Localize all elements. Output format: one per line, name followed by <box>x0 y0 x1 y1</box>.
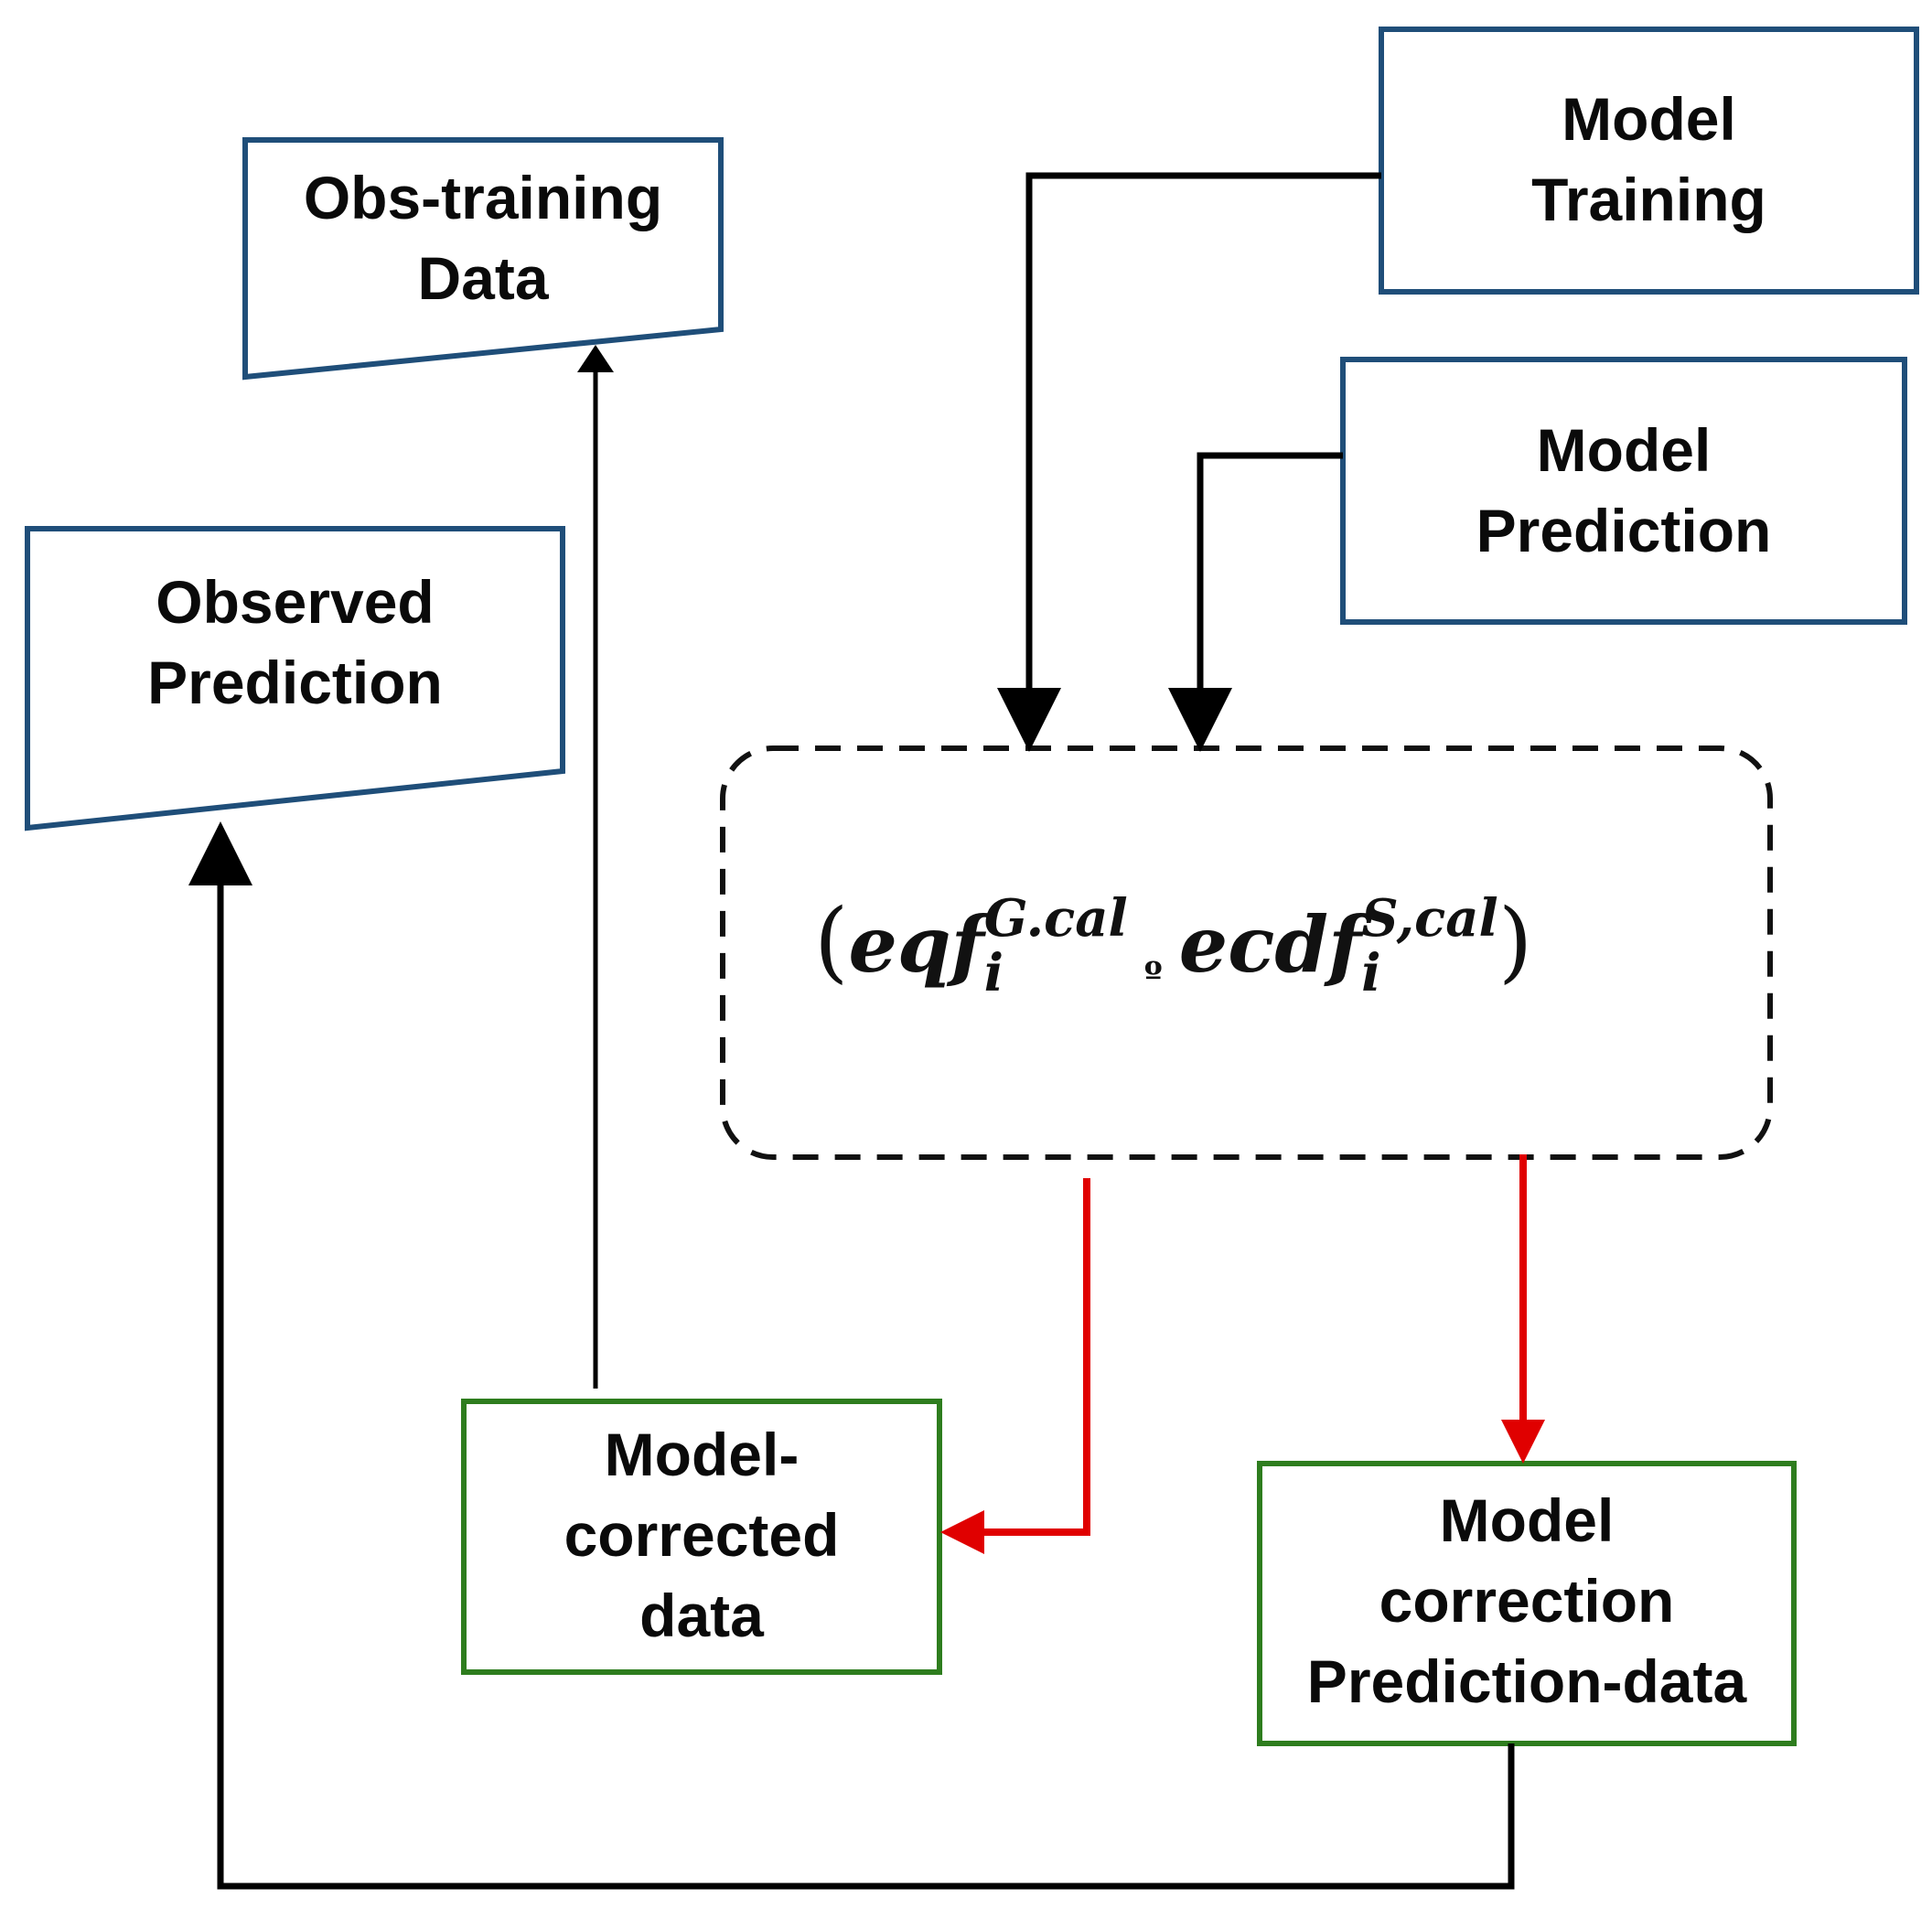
obs-training-data-line-2: Data <box>417 244 549 312</box>
obs-training-data-line-1: Obs-training <box>303 164 663 231</box>
observed-prediction-shape <box>25 526 565 831</box>
formula-open-paren: ( <box>814 890 849 992</box>
formula-dashed-box <box>720 745 1773 1160</box>
formula-close-paren: ) <box>1497 890 1533 992</box>
model-training-box <box>1379 27 1919 295</box>
model-training-line-1: Model <box>1562 85 1736 153</box>
formula-term1-base: eqf <box>848 899 984 990</box>
arrow-training-to-formula <box>997 172 1381 752</box>
model-correction-prediction-data-box <box>1257 1461 1797 1746</box>
model-prediction-label: Model Prediction <box>1343 410 1905 571</box>
model-training-line-2: Training <box>1531 166 1766 233</box>
model-correction-prediction-data-label: Model correction Prediction-data <box>1260 1480 1794 1722</box>
formula-compose-symbol: º <box>1143 954 1163 997</box>
model-prediction-line-1: Model <box>1536 416 1712 484</box>
arrow-formula-to-corrected <box>940 1178 1090 1554</box>
obs-training-data-label: Obs-training Data <box>245 157 721 318</box>
model-corrected-data-box <box>461 1399 942 1675</box>
model-prediction-line-2: Prediction <box>1476 497 1772 564</box>
model-corrected-data-label: Model- corrected data <box>464 1414 939 1656</box>
model-corrected-data-line-1: Model- <box>604 1421 800 1488</box>
obs-training-data-shape <box>242 137 724 381</box>
model-correction-line-1: Model <box>1439 1486 1615 1554</box>
formula-term2-sub: i <box>1361 943 1381 1003</box>
arrow-correction-prediction-to-observed <box>188 821 1515 1890</box>
formula-term2-sup: S,cal <box>1361 888 1498 949</box>
model-corrected-data-line-3: data <box>639 1582 764 1649</box>
model-correction-line-2: correction <box>1379 1567 1675 1635</box>
arrow-prediction-to-formula <box>1168 452 1343 752</box>
model-correction-line-3: Prediction-data <box>1306 1647 1747 1715</box>
observed-prediction-line-2: Prediction <box>147 649 443 716</box>
observed-prediction-line-1: Observed <box>156 568 435 636</box>
model-training-label: Model Training <box>1381 79 1916 240</box>
formula-term1-sub: i <box>983 943 1004 1003</box>
model-corrected-data-line-2: corrected <box>564 1501 840 1569</box>
formula-term1-sup: G.cal <box>983 888 1128 949</box>
observed-prediction-label: Observed Prediction <box>27 562 563 723</box>
formula-term2-base: ecdf <box>1178 899 1362 990</box>
model-prediction-box <box>1340 357 1907 625</box>
